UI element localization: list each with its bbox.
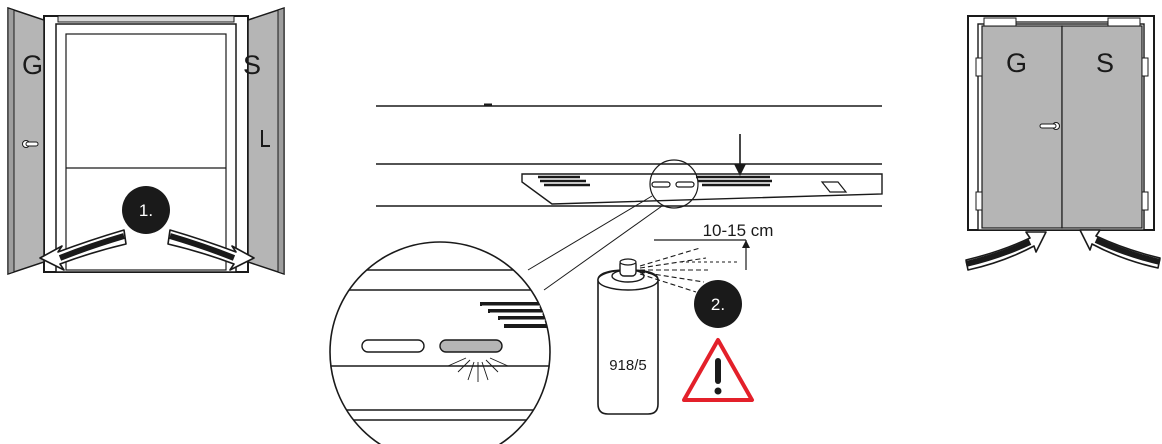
distance-bracket: [654, 239, 750, 270]
right-leaf-edge: [277, 7, 285, 275]
open-door-panel: G S 1.: [7, 6, 285, 276]
spray-can-icon: [597, 258, 659, 415]
closed-door-panel: G S: [965, 15, 1161, 271]
step-2-badge: [694, 280, 742, 328]
door-inner-frame: [65, 33, 227, 271]
closed-right-leaf: [1061, 25, 1143, 229]
hinge-icons: [975, 57, 1149, 211]
closed-left-leaf-label: G: [1006, 48, 1027, 78]
distance-label: 10-15 cm: [703, 221, 774, 240]
door-closer-rail: [57, 15, 235, 23]
step-2-label: 2.: [711, 295, 725, 314]
open-arrow-right-icon: [167, 229, 255, 271]
zoom-slot-left: [361, 339, 425, 353]
slot-oval-left: [651, 181, 671, 188]
closer-arm-right: [1107, 17, 1141, 27]
warning-triangle-icon: [682, 338, 754, 402]
spray-can-label: 918/5: [609, 357, 647, 374]
closed-lever-handle-icon: [1039, 122, 1060, 130]
lever-handle-icon: [22, 140, 39, 148]
rail-end-clip: [820, 181, 848, 193]
spray-mist: [639, 247, 708, 293]
slot-oval-right: [675, 181, 695, 188]
vent-slots: [538, 175, 772, 187]
zoom-detail-circle: [329, 241, 551, 444]
step-1-label: 1.: [139, 201, 153, 220]
closed-right-leaf-label: S: [1096, 48, 1114, 78]
leader-line-1: [527, 195, 653, 271]
zoom-slot-highlight: [439, 339, 503, 353]
close-arrow-right-icon: [1079, 229, 1161, 269]
close-arrow-left-icon: [965, 231, 1047, 271]
down-arrow-icon: [734, 134, 746, 176]
left-leaf-edge: [7, 7, 15, 275]
flush-bolt-icon: [261, 130, 270, 147]
magnify-source-circle: [649, 159, 699, 209]
step-1-badge: [122, 186, 170, 234]
closer-arm-left: [983, 17, 1017, 27]
rail-housing: [521, 173, 883, 205]
open-arrow-left-icon: [39, 229, 127, 271]
right-leaf-label: S: [243, 50, 261, 80]
leader-line-2: [543, 205, 663, 291]
rail-detail-panel: 918/5 10-15 cm 2.: [329, 103, 883, 444]
glint-lines: [447, 357, 509, 382]
left-leaf-label: G: [22, 50, 43, 80]
